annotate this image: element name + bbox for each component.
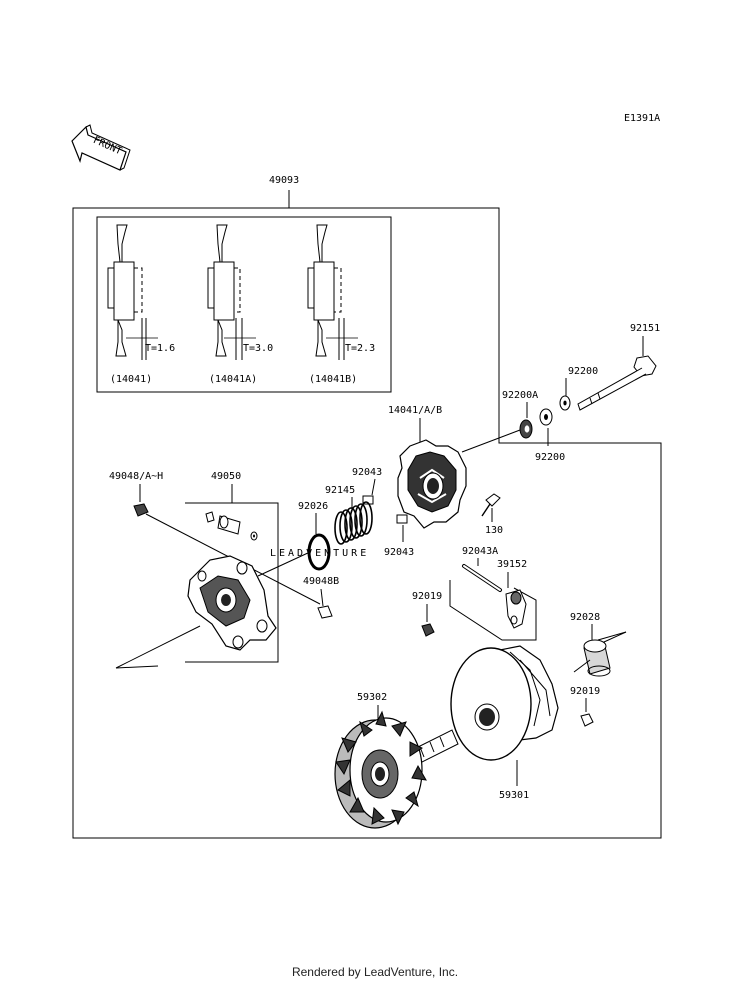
label-92043-b: 92043 bbox=[384, 547, 414, 558]
nut-92019-b bbox=[580, 713, 594, 727]
weight-49048 bbox=[133, 503, 149, 517]
shim-part-3: (14041B) bbox=[309, 374, 357, 385]
label-92200-top: 92200 bbox=[568, 366, 598, 377]
diagram-code: E1391A bbox=[624, 113, 660, 124]
shim-part-1: (14041) bbox=[110, 374, 152, 385]
bolt-130 bbox=[481, 493, 501, 517]
pin-92043-b bbox=[396, 514, 408, 524]
label-92200-bottom: 92200 bbox=[535, 452, 565, 463]
bolt-92151 bbox=[577, 355, 657, 411]
front-arrow-icon: FRONT bbox=[71, 124, 131, 171]
label-130: 130 bbox=[485, 525, 503, 536]
assembly-outline bbox=[72, 207, 662, 839]
shim-variant-2 bbox=[207, 224, 256, 360]
label-39152: 39152 bbox=[497, 559, 527, 570]
nut-92019-a bbox=[421, 623, 435, 637]
label-59302: 59302 bbox=[357, 692, 387, 703]
label-92019-b: 92019 bbox=[570, 686, 600, 697]
bushing-92028 bbox=[583, 639, 611, 677]
pin-set-49050 bbox=[205, 511, 258, 541]
spider-14041 bbox=[397, 439, 467, 529]
shim-variant-1 bbox=[107, 224, 158, 360]
shim-thickness-1: T=1.6 bbox=[145, 343, 175, 354]
label-49048B: 49048B bbox=[303, 576, 339, 587]
label-92028: 92028 bbox=[570, 612, 600, 623]
washer-92200-top bbox=[559, 395, 571, 411]
clutch-arm-49050 bbox=[187, 555, 277, 651]
label-92151: 92151 bbox=[630, 323, 660, 334]
shim-thickness-2: T=3.0 bbox=[243, 343, 273, 354]
footer-credit: Rendered by LeadVenture, Inc. bbox=[291, 965, 459, 979]
weight-49048B bbox=[317, 605, 333, 619]
shim-variant-3 bbox=[307, 224, 358, 360]
label-92043A: 92043A bbox=[462, 546, 498, 557]
label-92043-a: 92043 bbox=[352, 467, 382, 478]
shim-thickness-3: T=2.3 bbox=[345, 343, 375, 354]
bearing-92200A bbox=[519, 419, 533, 439]
pin-92043A bbox=[462, 564, 502, 592]
label-49050: 49050 bbox=[211, 471, 241, 482]
shim-part-2: (14041A) bbox=[209, 374, 257, 385]
label-92026: 92026 bbox=[298, 501, 328, 512]
shim-inset: T=1.6 (14041) T=3.0 (14041A) T=2.3 (14 bbox=[96, 216, 392, 393]
label-92019-a: 92019 bbox=[412, 591, 442, 602]
watermark: LEADVENTURE bbox=[270, 548, 369, 559]
bracket-49050-outline bbox=[185, 502, 279, 663]
fixed-sheave-59302 bbox=[334, 710, 459, 829]
label-92200A: 92200A bbox=[502, 390, 538, 401]
label-14041: 14041/A/B bbox=[388, 405, 442, 416]
label-92145: 92145 bbox=[325, 485, 355, 496]
roller-group-outline bbox=[449, 580, 537, 641]
assembly-number: 49093 bbox=[269, 175, 299, 186]
washer-92200-bottom bbox=[539, 408, 553, 426]
label-49048: 49048/A~H bbox=[109, 471, 163, 482]
roller-arm-39152 bbox=[505, 589, 527, 629]
label-59301: 59301 bbox=[499, 790, 529, 801]
spring-92145 bbox=[334, 501, 373, 545]
movable-sheave-59301 bbox=[450, 645, 559, 761]
